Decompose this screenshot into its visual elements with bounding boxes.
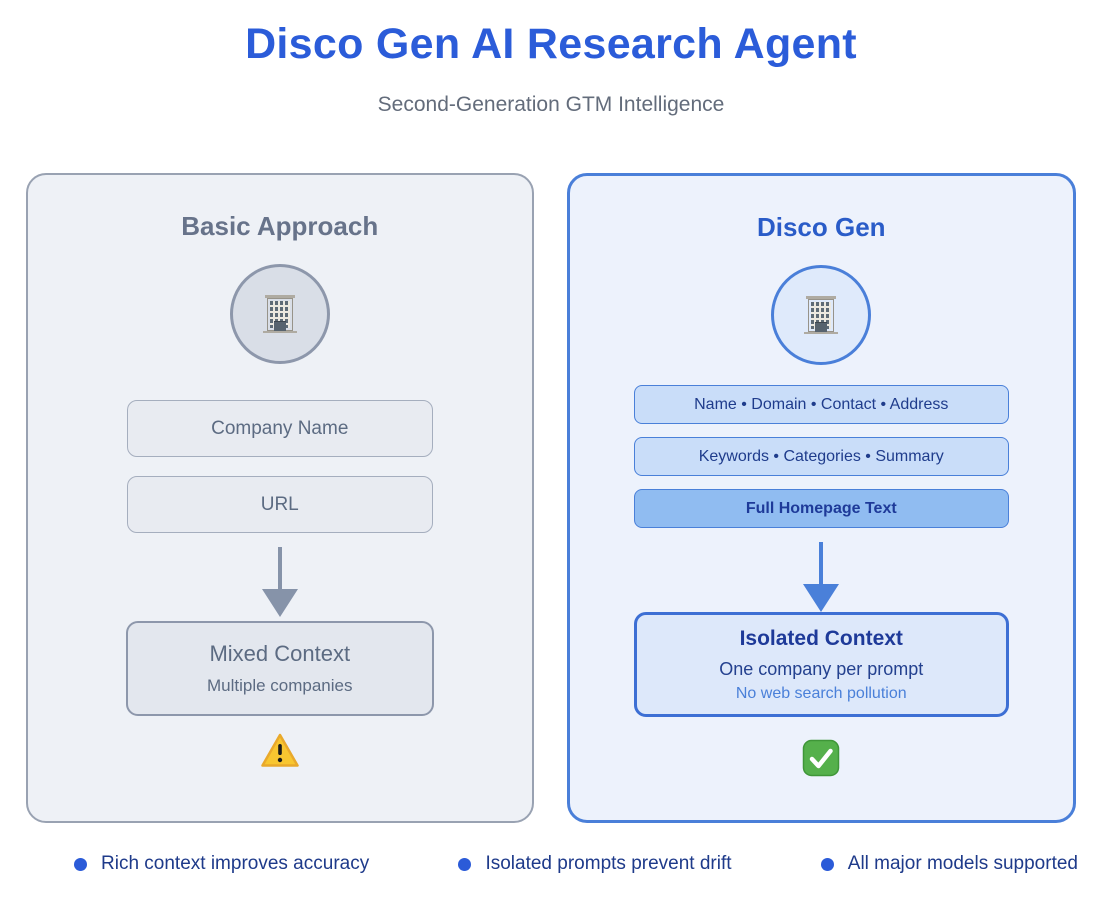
mixed-context-title: Mixed Context [209, 641, 351, 666]
warning-icon [260, 732, 300, 769]
url-box: URL [126, 476, 433, 533]
office-building-icon [262, 295, 297, 333]
isolated-context-title: Isolated Context [739, 626, 903, 650]
keywords-categories-summary-label: Keywords • Categories • Summary [698, 447, 944, 465]
disco-company-circle [771, 265, 872, 365]
benefit-item-rich-context: Rich context improves accuracy [74, 853, 369, 875]
benefit-text: Rich context improves accuracy [101, 853, 370, 874]
isolated-context-subtitle: One company per prompt [719, 658, 924, 679]
mixed-context-box: Mixed Context Multiple companies [125, 621, 434, 716]
basic-down-arrow-icon [261, 547, 298, 617]
basic-approach-panel: Basic Approach Company Name URL Mixed Co… [26, 173, 534, 823]
benefit-text: All major models supported [847, 853, 1078, 874]
name-domain-contact-address-box: Name • Domain • Contact • Address [633, 385, 1009, 424]
page-title: Disco Gen AI Research Agent [245, 20, 857, 68]
disco-down-arrow-icon [803, 542, 840, 612]
benefit-text: Isolated prompts prevent drift [485, 853, 732, 874]
isolated-context-note: No web search pollution [735, 684, 907, 702]
bullet-icon [820, 857, 834, 871]
page-header: Disco Gen AI Research Agent Second-Gener… [0, 0, 1102, 117]
bullet-icon [74, 857, 87, 871]
basic-company-circle [229, 264, 330, 364]
full-homepage-text-label: Full Homepage Text [745, 499, 897, 517]
full-homepage-text-box: Full Homepage Text [633, 489, 1009, 528]
keywords-categories-summary-box: Keywords • Categories • Summary [633, 437, 1009, 476]
mixed-context-subtitle: Multiple companies [206, 676, 353, 695]
benefit-item-all-models: All major models supported [820, 853, 1078, 875]
isolated-context-box: Isolated Context One company per prompt … [633, 612, 1009, 717]
company-name-box: Company Name [126, 400, 433, 457]
check-mark-icon [802, 739, 840, 777]
company-name-label: Company Name [211, 417, 349, 439]
basic-panel-title: Basic Approach [181, 211, 379, 241]
url-label: URL [260, 493, 299, 515]
disco-panel-title: Disco Gen [756, 212, 886, 242]
name-domain-contact-address-label: Name • Domain • Contact • Address [694, 395, 949, 413]
office-building-icon [804, 296, 839, 334]
benefits-footer: Rich context improves accuracy Isolated … [0, 853, 1102, 875]
page-subtitle: Second-Generation GTM Intelligence [377, 93, 725, 116]
disco-gen-panel: Disco Gen Name • Domain • Contact • Addr… [566, 173, 1076, 823]
benefit-item-isolated-prompts: Isolated prompts prevent drift [458, 853, 732, 875]
bullet-icon [458, 857, 472, 871]
comparison-diagram: Basic Approach Company Name URL Mixed Co… [0, 173, 1102, 823]
